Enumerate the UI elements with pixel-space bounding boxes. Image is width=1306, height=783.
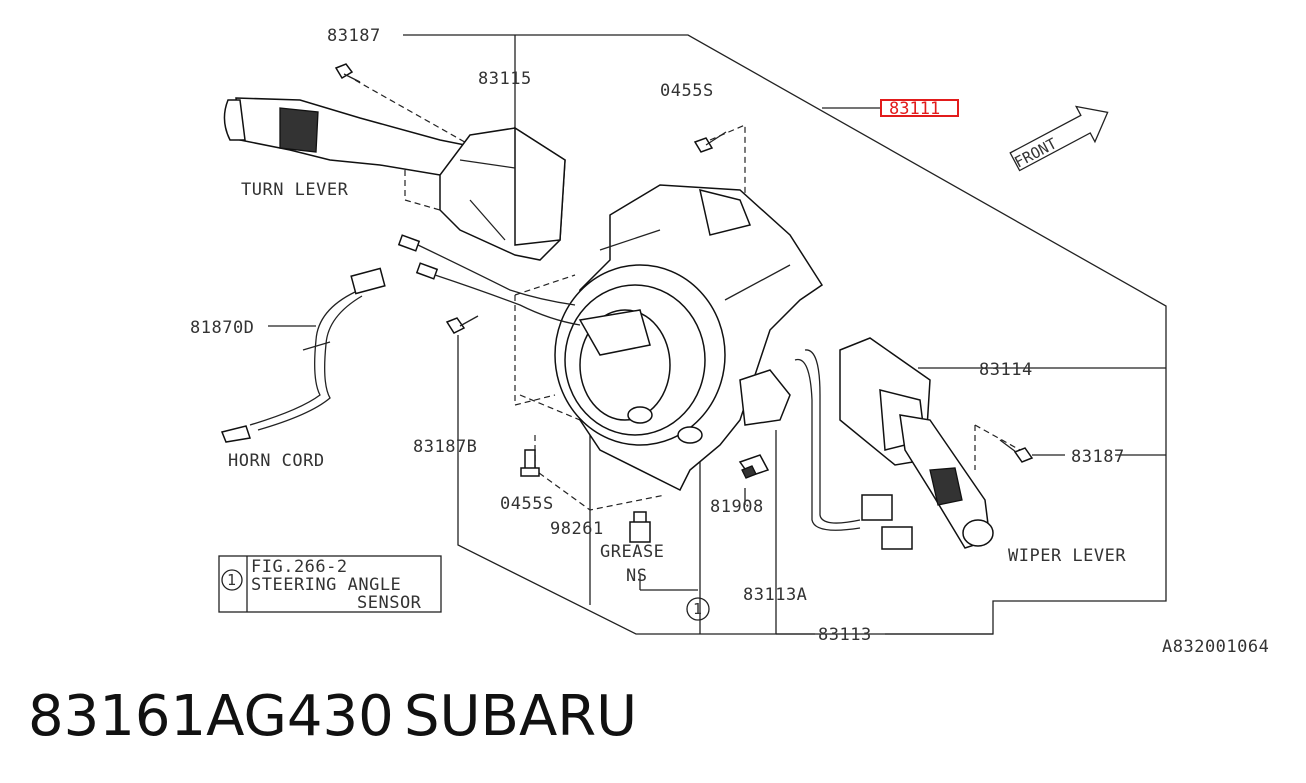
- clip-81908: [738, 454, 770, 479]
- ref-circle-number: 1: [693, 600, 702, 618]
- label-98261: 98261: [550, 519, 604, 539]
- screw-83187-right: [999, 439, 1034, 463]
- label-0455s-top: 0455S: [660, 81, 714, 101]
- label-83111: 83111: [889, 99, 940, 119]
- label-wiper-lever: WIPER LEVER: [1008, 546, 1126, 566]
- fig-ref-line-2: STEERING ANGLE: [251, 575, 401, 595]
- label-grease: GREASE: [600, 542, 664, 562]
- label-83115: 83115: [478, 69, 532, 89]
- label-turn-lever: TURN LEVER: [241, 180, 349, 200]
- figure-reference-box: [218, 555, 442, 613]
- label-horn-cord: HORN CORD: [228, 451, 325, 471]
- label-83187-right: 83187: [1071, 447, 1125, 467]
- assembly-outline: [268, 34, 1167, 635]
- brand-name: SUBARU: [404, 684, 638, 749]
- label-83114: 83114: [979, 360, 1033, 380]
- label-83113a: 83113A: [743, 585, 807, 605]
- grease-tube: [629, 511, 651, 543]
- screw-0455s-top: [693, 131, 727, 153]
- label-81870d: 81870D: [190, 318, 254, 338]
- turn-lever-part: [223, 97, 566, 261]
- label-83187b: 83187B: [413, 437, 477, 457]
- highlight-box-83111: [880, 99, 959, 117]
- horn-cord-part: [220, 267, 386, 443]
- screw-0455s-bottom: [520, 449, 540, 477]
- ref-circle-icon: [686, 597, 710, 621]
- fig-ref-line-1: FIG.266-2: [251, 557, 348, 577]
- label-0455s-bottom: 0455S: [500, 494, 554, 514]
- front-arrow-icon: [1009, 105, 1109, 172]
- label-83187-top: 83187: [327, 26, 381, 46]
- label-83113: 83113: [818, 625, 872, 645]
- wiper-lever-part: [794, 337, 994, 550]
- screw-83187b: [445, 315, 479, 334]
- label-ns: NS: [626, 566, 647, 586]
- part-number: 83161AG430: [28, 684, 394, 749]
- label-81908: 81908: [710, 497, 764, 517]
- screw-83187-top: [334, 63, 361, 83]
- fig-ref-circle-number: 1: [227, 571, 236, 589]
- harness-connectors: [397, 234, 581, 326]
- fig-ref-line-3: SENSOR: [357, 593, 422, 613]
- switch-body-part: [554, 184, 824, 492]
- drawing-code: A832001064: [1162, 637, 1269, 657]
